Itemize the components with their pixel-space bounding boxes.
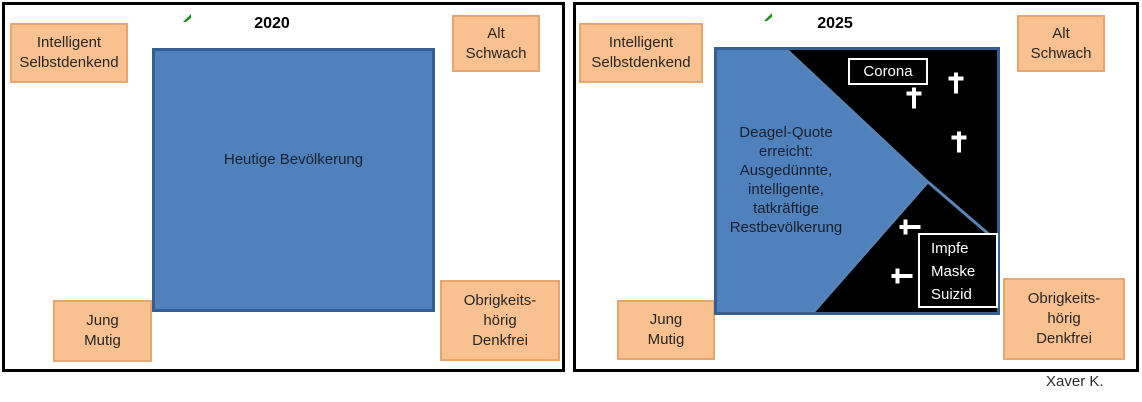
population-square-2020: Heutige Bevölkerung	[152, 48, 435, 312]
label-line: Alt	[1052, 24, 1070, 42]
fallen-cross-icon	[899, 219, 921, 235]
panel-year-title: 2025	[817, 15, 853, 32]
death-cross-icon	[951, 131, 967, 153]
label-line: Alt	[487, 24, 505, 42]
callout-line: Suizid	[931, 286, 972, 303]
population-square-2025: Deagel-Quote erreicht: Ausgedünnte, inte…	[714, 47, 1000, 315]
label-obrigkeitshoerig-denkfrei: Obrigkeits- hörig Denkfrei	[1003, 278, 1125, 360]
death-cross-icon	[906, 87, 922, 109]
label-line: Mutig	[84, 332, 121, 349]
label-line: Intelligent	[36, 34, 102, 51]
death-diagram-graphic	[714, 47, 1000, 315]
label-line: erreicht:	[758, 143, 814, 160]
callout-line: Maske	[931, 263, 976, 280]
label-jung-mutig: Jung Mutig	[53, 300, 152, 362]
label-line: Jung	[86, 312, 119, 329]
label-line: Obrigkeits-	[463, 291, 537, 309]
corona-callout-label: Corona	[863, 63, 913, 80]
label-line: Mutig	[647, 331, 685, 348]
rest-population-label: Deagel-Quote erreicht: Ausgedünnte, inte…	[710, 123, 862, 237]
label-line: Schwach	[465, 44, 527, 62]
label-line: Selbstdenkend	[591, 54, 691, 71]
label-line: Denkfrei	[472, 331, 528, 349]
label-line: Restbevölkerung	[729, 219, 843, 236]
label-obrigkeitshoerig-denkfrei: Obrigkeits- hörig Denkfrei	[440, 280, 560, 361]
panel-2025: 2025 Intelligent Selbstdenkend Alt Schwa…	[573, 2, 1139, 372]
label-jung-mutig: Jung Mutig	[617, 300, 715, 360]
fallen-cross-icon	[891, 268, 913, 284]
label-alt-schwach: Alt Schwach	[1017, 15, 1105, 72]
death-cross-icon	[948, 72, 964, 94]
label-line: Deagel-Quote	[739, 124, 833, 141]
label-line: Denkfrei	[1036, 330, 1092, 347]
label-line: Ausgedünnte,	[739, 162, 833, 179]
label-line: Obrigkeits-	[1027, 290, 1101, 307]
label-alt-schwach: Alt Schwach	[452, 15, 540, 72]
label-line: Schwach	[1030, 44, 1092, 62]
green-marker-icon	[183, 14, 191, 22]
impfe-maske-suizid-callout: Impfe Maske Suizid	[918, 233, 998, 308]
label-line: hörig	[483, 311, 517, 329]
panel-year-title: 2020	[254, 15, 290, 32]
corona-callout: Corona	[848, 58, 928, 85]
population-square-label: Heutige Bevölkerung	[223, 151, 364, 168]
label-line: Jung	[649, 311, 683, 328]
label-line: hörig	[1047, 310, 1081, 327]
green-marker-icon	[764, 13, 772, 21]
callout-line: Impfe	[931, 240, 969, 257]
label-line: Intelligent	[608, 34, 674, 51]
label-line: intelligente,	[748, 181, 824, 198]
label-intelligent-selbstdenkend: Intelligent Selbstdenkend	[10, 23, 128, 83]
label-intelligent-selbstdenkend: Intelligent Selbstdenkend	[579, 23, 703, 83]
death-region-divider-line	[927, 180, 1000, 245]
panel-2020: 2020 Intelligent Selbstdenkend Alt Schwa…	[2, 2, 565, 372]
attribution-text: Xaver K.	[1046, 373, 1104, 390]
label-line: tatkräftige	[753, 200, 819, 217]
label-line: Selbstdenkend	[19, 54, 119, 71]
square-border	[714, 47, 1000, 315]
